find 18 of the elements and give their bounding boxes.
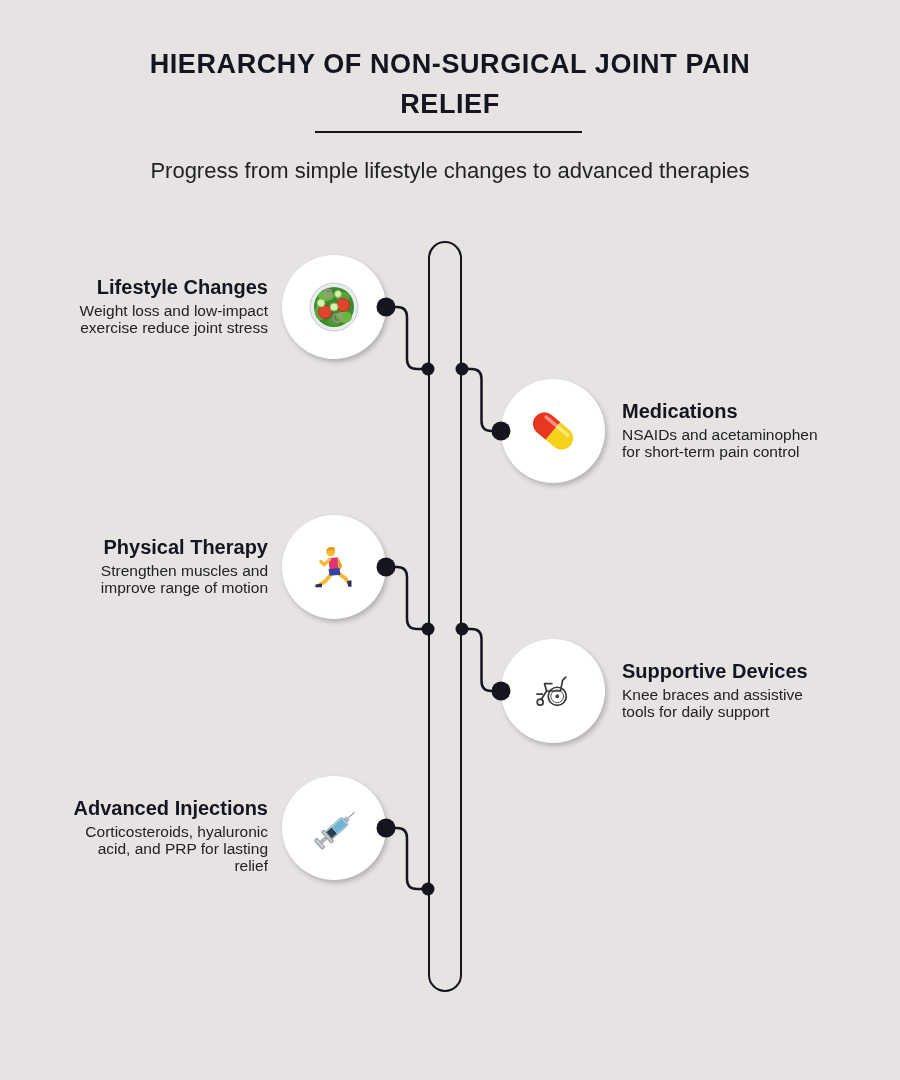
connector — [376, 297, 435, 376]
step-description: Strengthen muscles and improve range of motion — [99, 562, 268, 596]
step-title: Advanced Injections — [73, 796, 268, 820]
step-title: Medications — [622, 399, 738, 423]
step-title: Physical Therapy — [103, 535, 268, 559]
step-description: Knee braces and assistive tools for daily support — [622, 686, 804, 720]
step-description: Corticosteroids, hyaluronic acid, and PRP for lasting relief — [84, 823, 268, 874]
connector — [376, 557, 435, 636]
step-description: Weight loss and low-impact exercise reduce joint stress — [78, 302, 268, 336]
step-title: Lifestyle Changes — [96, 275, 268, 299]
connector — [455, 622, 511, 701]
step-title: Supportive Devices — [622, 659, 808, 683]
loop-track — [428, 241, 462, 992]
subtitle: Progress from simple lifestyle changes to advanced therapies — [149, 157, 751, 185]
connector — [455, 362, 511, 441]
step-description: NSAIDs and acetaminophen for short-term pain control — [622, 426, 819, 460]
connector — [376, 818, 435, 896]
diagram-title: HIERARCHY OF NON-SURGICAL JOINT PAIN RELIEF — [148, 48, 752, 121]
